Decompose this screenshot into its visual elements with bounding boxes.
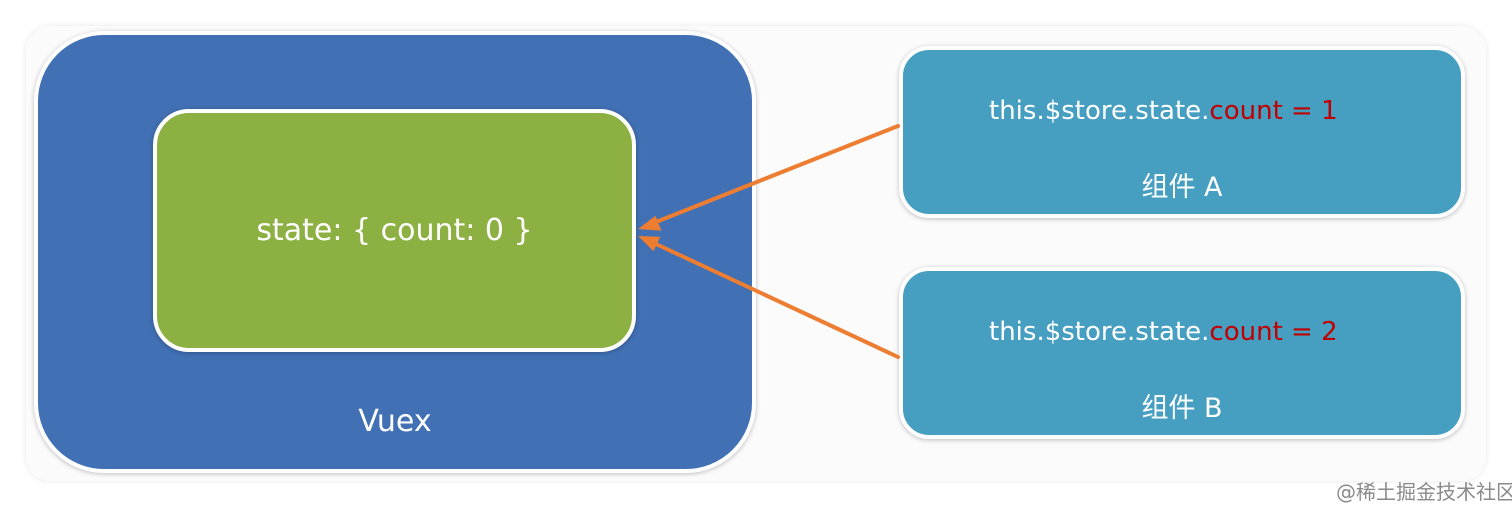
arrow-a-line: [654, 124, 900, 224]
arrow-b-line: [654, 242, 900, 359]
component-a-label: 组件 A: [1141, 172, 1223, 203]
component-a-box: this.$store.state.count = 1 组件 A: [899, 46, 1465, 218]
watermark: @稀土掘金技术社区: [1336, 480, 1512, 504]
component-b-box: this.$store.state.count = 2 组件 B: [899, 267, 1465, 439]
arrow-a-to-state: [638, 124, 900, 231]
component-a-code: this.$store.state.count = 1: [989, 96, 1338, 126]
component-a-code-prefix: this.$store.state.: [989, 96, 1210, 126]
arrow-b-to-state: [638, 236, 900, 359]
state-box: state: { count: 0 }: [153, 109, 636, 352]
component-b-code: this.$store.state.count = 2: [989, 317, 1338, 347]
component-a-code-highlight: count = 1: [1209, 96, 1338, 126]
component-b-code-prefix: this.$store.state.: [989, 317, 1210, 347]
component-b-label: 组件 B: [1141, 393, 1223, 424]
arrow-b-head: [638, 236, 661, 252]
vuex-label: Vuex: [358, 404, 432, 439]
component-b-code-highlight: count = 2: [1209, 317, 1338, 347]
state-text: state: { count: 0 }: [256, 213, 533, 248]
arrow-a-head: [638, 215, 662, 231]
